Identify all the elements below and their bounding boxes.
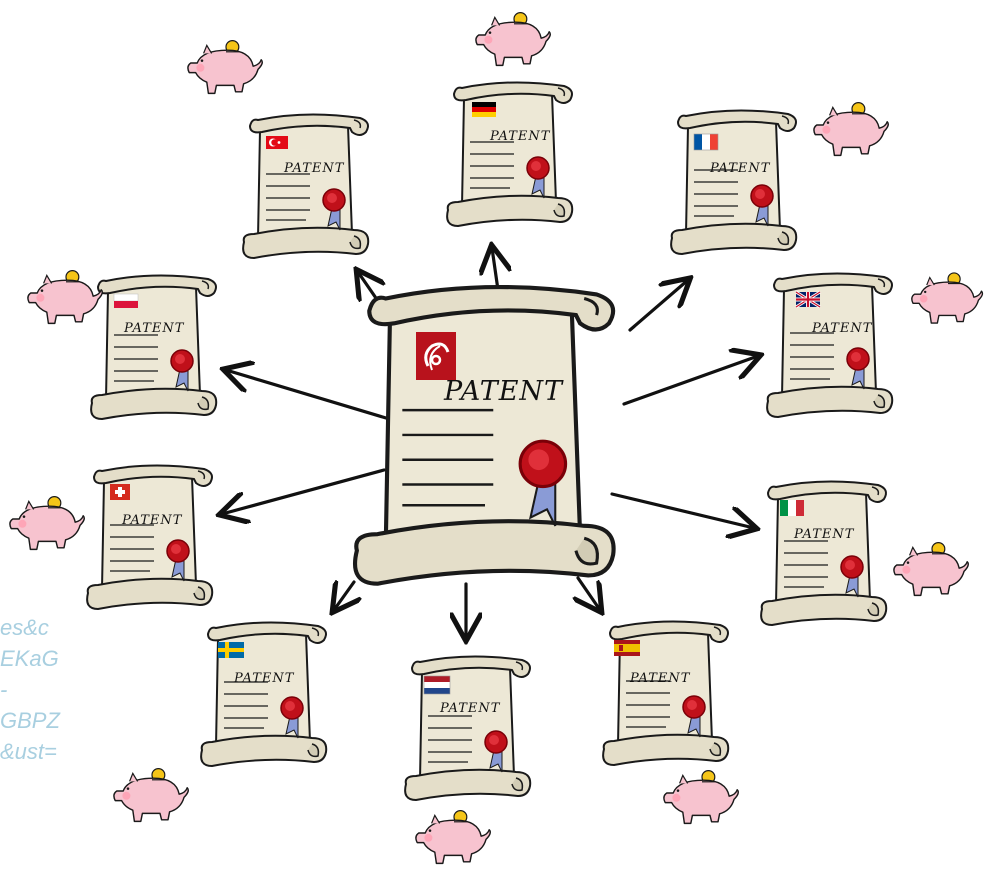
patent-label: PATENT (489, 129, 551, 144)
netherlands-flag (423, 675, 451, 695)
germany-flag (472, 102, 496, 117)
patent-document-italy: PATENT (760, 480, 888, 627)
patent-label: PATENT (233, 671, 295, 686)
patent-label: PATENT (793, 527, 855, 542)
patent-document-spain: PATENT (602, 620, 730, 767)
arrow-to-switzerland (222, 468, 386, 514)
epo-logo-icon (416, 332, 456, 380)
piggy-bank-icon (113, 767, 190, 823)
piggy-bank-icon (475, 11, 552, 67)
sweden-flag (218, 642, 244, 658)
background-faded-text: es&c EKaG - GBPZ &ust= (0, 612, 60, 767)
patent-label: PATENT (439, 701, 501, 716)
piggy-bank-icon (27, 269, 104, 325)
patent-label: PATENT (283, 161, 345, 176)
patent-label: PATENT (629, 671, 691, 686)
patent-label: PATENT (123, 321, 185, 336)
patent-document-germany: PATENT (446, 81, 574, 227)
italy-flag (780, 500, 804, 516)
turkey-flag (266, 136, 288, 149)
piggy-bank-icon (187, 39, 264, 95)
switzerland-flag (110, 484, 130, 500)
piggy-bank-icon (415, 809, 492, 865)
piggy-bank-icon (663, 769, 740, 825)
central-patent: PATENT (355, 287, 614, 584)
background-text-line: EKaG (0, 646, 59, 671)
patent-label: PATENT (121, 513, 183, 528)
piggy-bank-icon (813, 101, 890, 157)
arrow-to-poland (226, 370, 388, 420)
background-text-line: &ust= (0, 739, 57, 764)
piggy-bank-icon (911, 272, 984, 324)
patent-document-turkey: PATENT (242, 113, 370, 259)
patent-document-poland: PATENT (90, 274, 218, 421)
arrow-to-united-kingdom (622, 356, 758, 406)
arrow-to-france (628, 280, 688, 332)
central-patent-label: PATENT (443, 376, 564, 407)
spain-flag (614, 640, 640, 656)
patent-label: PATENT (811, 321, 873, 336)
patent-document-switzerland: PATENT (86, 464, 214, 611)
patent-document-france: PATENT (670, 109, 798, 255)
background-text-line: es&c (0, 615, 49, 640)
arrow-to-sweden (334, 582, 354, 610)
patent-document-sweden: PATENT (200, 621, 328, 768)
patent-document-netherlands: PATENT (404, 655, 532, 802)
poland-flag (113, 293, 139, 308)
arrow-to-germany (492, 248, 498, 292)
background-text-line: GBPZ (0, 708, 60, 733)
france-flag (693, 133, 719, 151)
piggy-bank-icon (893, 541, 970, 597)
background-text-line: - (0, 677, 8, 702)
united-kingdom-flag (795, 290, 821, 309)
arrow-to-italy (610, 492, 754, 528)
piggy-bank-icon (9, 495, 86, 551)
patent-label: PATENT (709, 161, 771, 176)
patent-document-united-kingdom: PATENT (766, 272, 894, 419)
arrow-to-spain (578, 576, 600, 610)
